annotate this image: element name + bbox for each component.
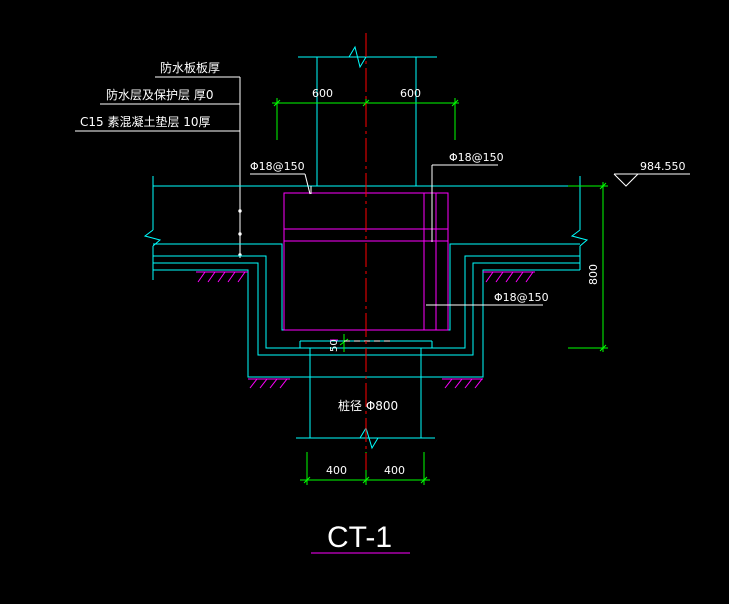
- elevation-value: 984.550: [640, 160, 686, 173]
- elevation-marker: [613, 173, 690, 187]
- note-waterproof-layer: 防水层及保护层 厚0: [106, 87, 213, 102]
- rebar-leaders: [250, 164, 543, 306]
- note-slab-thickness: 防水板板厚: [160, 60, 220, 75]
- notes-block: [75, 76, 242, 258]
- dim-small-label: 50: [329, 339, 340, 352]
- dimension-bottom: [300, 452, 430, 485]
- column-outline: [298, 45, 437, 186]
- earth-hatch: [196, 271, 535, 389]
- dim-top-right: 600: [400, 87, 421, 100]
- note-c15-cushion: C15 素混凝土垫层 10厚: [80, 114, 211, 129]
- rebar-label-top-right: Φ18@150: [449, 151, 504, 164]
- dim-top-left: 600: [312, 87, 333, 100]
- dim-bottom-left: 400: [326, 464, 347, 477]
- dim-depth-label: 800: [587, 264, 600, 285]
- rebar-label-top-left: Φ18@150: [250, 160, 305, 173]
- dimension-small: [339, 334, 349, 352]
- rebar-label-side: Φ18@150: [494, 291, 549, 304]
- pile-diameter-label: 桩径 Φ800: [338, 398, 398, 413]
- drawing-title: CT-1: [327, 521, 392, 554]
- dim-bottom-right: 400: [384, 464, 405, 477]
- dimension-depth: [568, 182, 608, 352]
